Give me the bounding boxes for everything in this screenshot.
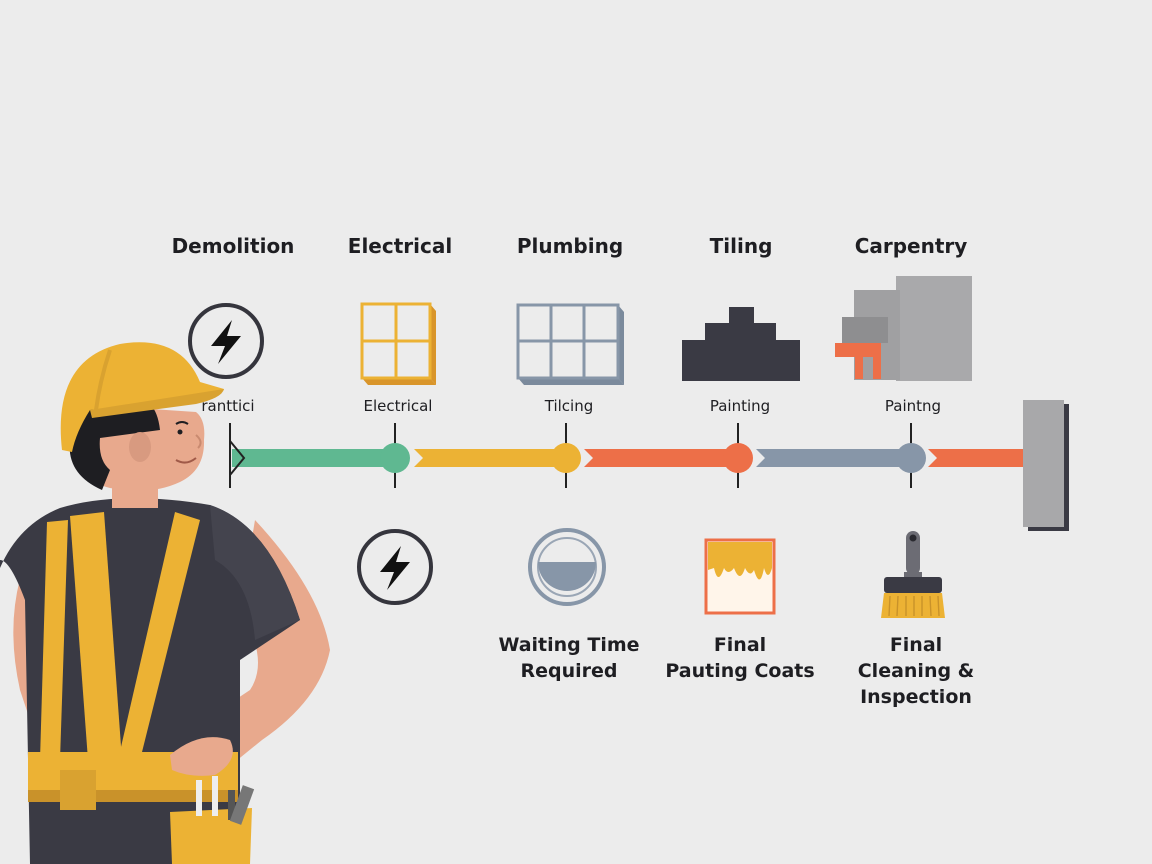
half-full-circle-icon bbox=[528, 528, 606, 606]
timeline-node bbox=[380, 443, 410, 473]
bottom-label-line: Final bbox=[889, 634, 943, 656]
bottom-label-line: Inspection bbox=[860, 686, 972, 708]
paint-can-icon bbox=[704, 538, 776, 615]
timeline-bar bbox=[232, 449, 1024, 467]
timeline-label-3: Tilcing bbox=[544, 397, 594, 415]
stage-title-carpentry: Carpentry bbox=[854, 234, 968, 258]
bottom-label-waiting-time: Waiting Time Required bbox=[498, 632, 639, 684]
bottom-label-line: Required bbox=[520, 660, 618, 682]
cabinet-icon bbox=[835, 276, 972, 381]
worker-illustration bbox=[0, 342, 330, 864]
bottom-label-line: Cleaning & bbox=[857, 660, 975, 682]
bottom-label-line: Pauting Coats bbox=[665, 660, 815, 682]
stage-title-demolition: Demolition bbox=[171, 234, 295, 258]
timeline-label-1: ranttici bbox=[201, 397, 255, 415]
window-grid-icon bbox=[360, 302, 436, 385]
paint-brush-icon bbox=[881, 531, 945, 618]
stage-title-plumbing: Plumbing bbox=[516, 234, 624, 258]
stage-title-electrical: Electrical bbox=[347, 234, 453, 258]
lightning-circle-icon bbox=[357, 529, 433, 605]
bottom-label-line: Waiting Time bbox=[498, 634, 640, 656]
lightning-circle-icon bbox=[188, 303, 264, 379]
timeline-node bbox=[723, 443, 753, 473]
building-block-icon bbox=[682, 307, 800, 381]
timeline-label-2: Electrical bbox=[363, 397, 433, 415]
bottom-label-final-coats: Final Pauting Coats bbox=[665, 632, 814, 684]
tile-grid-icon bbox=[516, 303, 624, 385]
timeline-label-4: Painting bbox=[709, 397, 771, 415]
bottom-label-line: Final bbox=[713, 634, 767, 656]
timeline-node bbox=[551, 443, 581, 473]
timeline-label-5: Paintng bbox=[884, 397, 942, 415]
timeline-node bbox=[896, 443, 926, 473]
hammer-head-icon bbox=[1023, 400, 1069, 531]
stage-title-tiling: Tiling bbox=[709, 234, 773, 258]
bottom-label-final-cleaning: Final Cleaning & Inspection bbox=[858, 632, 975, 710]
